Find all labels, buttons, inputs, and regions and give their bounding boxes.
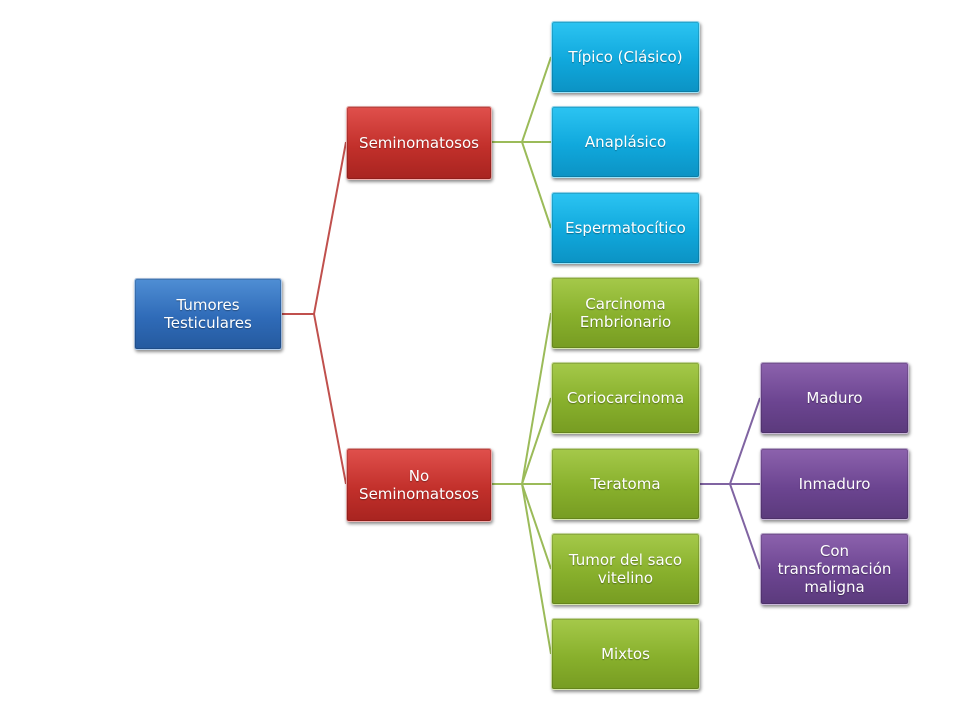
node-mixtos: Mixtos bbox=[551, 618, 700, 690]
node-espermatocitico: Espermatocítico bbox=[551, 192, 700, 264]
node-tumor-saco-vitelino: Tumor del saco vitelino bbox=[551, 533, 700, 605]
connector-noseminomatosos-carcinoma bbox=[492, 312, 552, 485]
connector-root-seminomatosos bbox=[282, 141, 347, 315]
connector-root-no-seminomatosos bbox=[282, 313, 347, 485]
connector-noseminomatosos-coriocarcinoma bbox=[492, 397, 552, 485]
connector-teratoma-maduro bbox=[700, 397, 761, 485]
node-seminomatosos: Seminomatosos bbox=[346, 106, 492, 180]
node-tumores-testiculares: Tumores Testiculares bbox=[134, 278, 282, 350]
connector-seminomatosos-tipico bbox=[492, 56, 552, 143]
node-coriocarcinoma: Coriocarcinoma bbox=[551, 362, 700, 434]
node-inmaduro: Inmaduro bbox=[760, 448, 909, 520]
connector-noseminomatosos-tumor-saco bbox=[492, 483, 552, 570]
node-tipico-clasico: Típico (Clásico) bbox=[551, 21, 700, 93]
connector-noseminomatosos-mixtos bbox=[492, 483, 552, 655]
connector-teratoma-transformacion bbox=[700, 483, 761, 570]
node-carcinoma-embrionario: Carcinoma Embrionario bbox=[551, 277, 700, 349]
node-con-transformacion-maligna: Con transformación maligna bbox=[760, 533, 909, 605]
node-maduro: Maduro bbox=[760, 362, 909, 434]
node-no-seminomatosos: No Seminomatosos bbox=[346, 448, 492, 522]
node-teratoma: Teratoma bbox=[551, 448, 700, 520]
connector-seminomatosos-espermatocitico bbox=[492, 141, 552, 229]
node-anaplasico: Anaplásico bbox=[551, 106, 700, 178]
